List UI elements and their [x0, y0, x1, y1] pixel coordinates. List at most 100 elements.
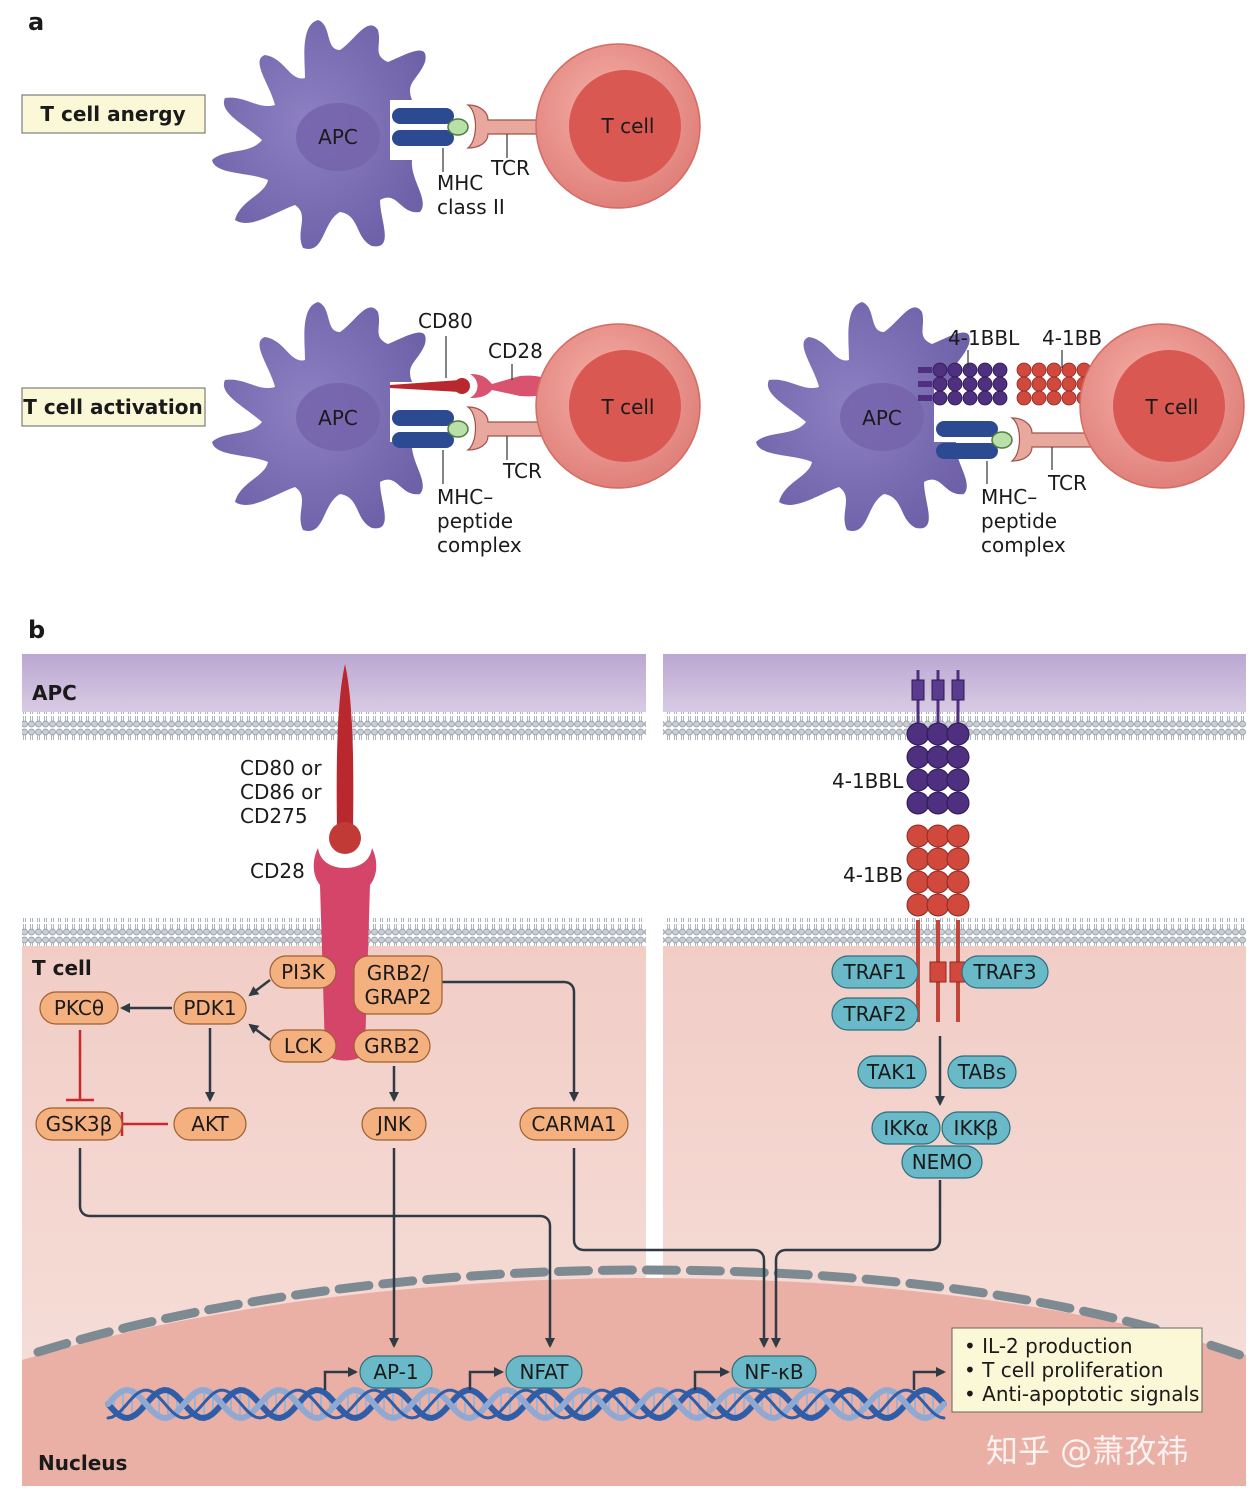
pkc-theta-label: PKCθ: [54, 996, 104, 1020]
activation-41bb-row: APC T cell 4-1BBL 4-1BB TCR MHC– peptide…: [756, 302, 1245, 557]
apc-label: APC: [862, 406, 902, 430]
mhc-label-1: MHC–: [437, 485, 493, 509]
tcr: [1010, 417, 1099, 462]
mhc-label-3: complex: [437, 533, 522, 557]
ligand-label-2: CD86 or: [240, 780, 322, 804]
panel-a-letter: a: [28, 8, 44, 36]
outcome-item: • T cell proliferation: [964, 1358, 1163, 1382]
tcr: [466, 104, 551, 149]
jnk-node: JNK: [361, 1107, 427, 1141]
4-1bb-label: 4-1BB: [1042, 326, 1102, 350]
apc-band-label: APC: [32, 681, 77, 705]
tcr-label: TCR: [502, 459, 542, 483]
tabs-node: TABs: [947, 1055, 1017, 1089]
traf1-node: TRAF1: [831, 955, 919, 989]
cd80: [390, 378, 470, 394]
jnk-label: JNK: [375, 1112, 412, 1136]
mhc-label-2: class II: [437, 195, 505, 219]
lck-node: LCK: [269, 1029, 337, 1063]
4-1bbl-label: 4-1BBL: [832, 769, 904, 793]
grb2-label: GRB2: [364, 1034, 420, 1058]
cd28: [470, 374, 555, 398]
anergy-label-box: [21, 94, 206, 134]
traf2-label: TRAF2: [842, 1002, 906, 1026]
anergy-row: T cell anergy APC T cell MHC class II TC…: [21, 20, 701, 249]
nfkb-node: NF-κB: [731, 1355, 817, 1389]
mhc-class-ii: [392, 108, 469, 146]
ligand-label-3: CD275: [240, 804, 308, 828]
anergy-label: T cell anergy: [40, 102, 185, 126]
apc-cell: APC: [212, 20, 426, 249]
mhc-label-3: complex: [981, 533, 1066, 557]
apc-label: APC: [318, 406, 358, 430]
cd28-label: CD28: [488, 339, 543, 363]
apc-nucleus: [296, 103, 380, 171]
tcell-membrane: [663, 918, 1246, 946]
gsk3b-node: GSK3β: [35, 1107, 123, 1141]
t-cell: T cell: [535, 323, 701, 489]
nfat-label: NFAT: [520, 1360, 570, 1384]
nfat-node: NFAT: [505, 1355, 583, 1389]
grb2-grap2-label-1: GRB2/: [367, 961, 430, 985]
mhc-label-1: MHC–: [981, 485, 1037, 509]
4-1bb-receptor: [906, 824, 970, 1022]
apc-label: APC: [318, 125, 358, 149]
signaling-arrows-left: [78, 979, 769, 1348]
ap1-node: AP-1: [359, 1355, 433, 1389]
lck-label: LCK: [284, 1034, 323, 1058]
ligand-label-1: CD80 or: [240, 756, 322, 780]
t-cell: T cell: [535, 43, 701, 209]
pdk1-node: PDK1: [173, 991, 247, 1025]
activation-cd28-row: T cell activation APC T cell CD80: [21, 302, 701, 557]
nfkb-label: NF-κB: [744, 1360, 803, 1384]
outcome-box: • IL-2 production • T cell proliferation…: [951, 1327, 1203, 1413]
nucleus: [22, 1265, 1246, 1486]
promoter-arrows: [323, 1367, 946, 1390]
cd80-label: CD80: [418, 309, 473, 333]
cd80-ligand: [329, 664, 361, 854]
tak1-label: TAK1: [866, 1060, 917, 1084]
tcell-label: T cell: [1145, 395, 1199, 419]
ikk-beta-label: IKKβ: [954, 1116, 999, 1140]
apc-membrane: [22, 712, 646, 740]
carma1-node: CARMA1: [519, 1107, 629, 1141]
t-cell: T cell: [1079, 323, 1245, 489]
grb2-grap2-label-2: GRAP2: [364, 985, 431, 1009]
4-1bbl-trimer: [918, 362, 1008, 406]
ikk-alpha-node: IKKα: [871, 1111, 941, 1145]
akt-node: AKT: [173, 1107, 247, 1141]
transcription-factors: AP-1 NFAT NF-κB: [359, 1355, 817, 1389]
carma1-label: CARMA1: [531, 1112, 616, 1136]
tcr-label: TCR: [490, 156, 530, 180]
left-signaling-nodes: PI3K GRB2/ GRAP2 PKCθ PDK1 LCK GRB2 GSK3…: [35, 955, 629, 1141]
dna-helix: [105, 1386, 947, 1422]
tak1-node: TAK1: [857, 1055, 927, 1089]
apc-cell: APC: [212, 302, 426, 531]
outcome-item: • Anti-apoptotic signals: [964, 1382, 1199, 1406]
traf3-label: TRAF3: [972, 960, 1036, 984]
4-1bb-label: 4-1BB: [843, 863, 903, 887]
tcell-label: T cell: [601, 114, 655, 138]
outcome-item: • IL-2 production: [964, 1334, 1133, 1358]
pi3k-node: PI3K: [269, 955, 337, 989]
mhc-peptide-complex: [936, 421, 1013, 459]
watermark: 知乎 @萧孜祎: [986, 1432, 1188, 1470]
nemo-node: NEMO: [901, 1145, 983, 1179]
activation-label: T cell activation: [23, 395, 202, 419]
ikk-beta-node: IKKβ: [941, 1111, 1011, 1145]
traf2-node: TRAF2: [831, 997, 919, 1031]
4-1bbl-label: 4-1BBL: [948, 326, 1020, 350]
4-1bbl-ligand: [906, 670, 970, 815]
gsk3b-label: GSK3β: [46, 1112, 113, 1136]
ikk-alpha-label: IKKα: [883, 1116, 928, 1140]
mhc-label-1: MHC: [437, 171, 483, 195]
traf1-label: TRAF1: [842, 960, 906, 984]
tcell-label: T cell: [601, 395, 655, 419]
traf3-node: TRAF3: [961, 955, 1049, 989]
mhc-peptide-complex: [392, 410, 469, 448]
tcell-band-label: T cell: [32, 956, 92, 980]
grb2-grap2-node: GRB2/ GRAP2: [353, 955, 443, 1015]
signaling-arrows-right: [771, 1036, 945, 1348]
nemo-label: NEMO: [912, 1150, 973, 1174]
